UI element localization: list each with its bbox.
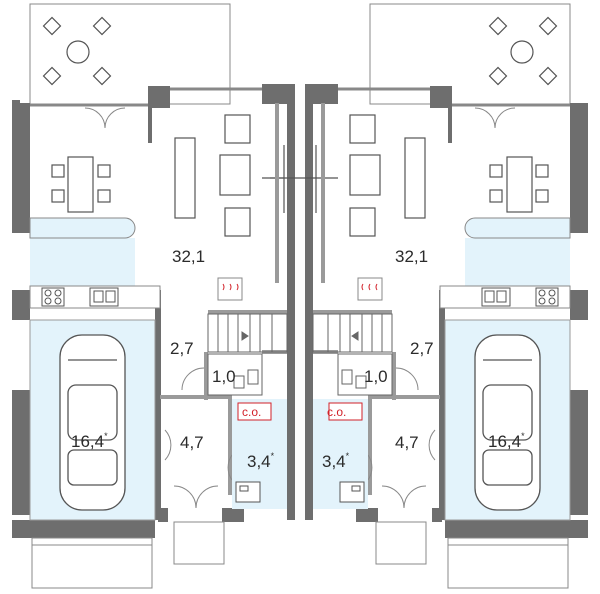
terrace: [29, 3, 231, 105]
co-box-left: [237, 402, 272, 421]
area-utility-right: 3,4*: [322, 451, 350, 471]
area-vestibule-right: 4,7: [395, 433, 419, 452]
area-hall-left: 2,7: [170, 339, 194, 358]
kitchen-island: [29, 217, 136, 239]
doors-left: [164, 367, 233, 509]
area-living-right: 32,1: [395, 247, 428, 266]
wc-left: [207, 353, 263, 396]
area-utility-left: 3,4*: [247, 451, 275, 471]
unit-right: [300, 3, 588, 589]
walls-left: [12, 84, 295, 538]
kitchen-counter: [29, 285, 161, 309]
unit-left: [12, 3, 300, 589]
area-hall-right: 2,7: [410, 339, 434, 358]
kitchen-area: [30, 238, 135, 286]
garage-door-left: [31, 537, 153, 589]
area-garage-right: 16,4*: [488, 431, 525, 451]
sink-icon: [89, 287, 119, 307]
dining-table: [51, 156, 111, 213]
stairs-left: [207, 313, 288, 353]
car-icon: [59, 334, 126, 511]
area-wc-right: 1,0: [364, 367, 388, 386]
co-label-right: c.o.: [327, 405, 346, 419]
area-vestibule-left: 4,7: [180, 433, 204, 452]
area-garage-left: 16,4*: [71, 431, 108, 451]
heater-icon: [217, 277, 243, 301]
garden-table-set: [42, 16, 112, 86]
living-set-left: [174, 114, 251, 237]
co-label-left: c.o.: [242, 405, 261, 419]
area-living-left: 32,1: [172, 247, 205, 266]
terrace-door-left: [84, 107, 126, 129]
entrance-step-left: [173, 521, 225, 565]
labels-right: 32,1 2,7 1,0 4,7 c.o. 3,4* 16,4*: [322, 247, 525, 471]
boiler-icon: [235, 481, 261, 503]
area-wc-left: 1,0: [212, 367, 236, 386]
labels-left: 32,1 2,7 1,0 4,7 c.o. 3,4* 16,4*: [71, 247, 275, 471]
stove-icon: [41, 287, 65, 307]
